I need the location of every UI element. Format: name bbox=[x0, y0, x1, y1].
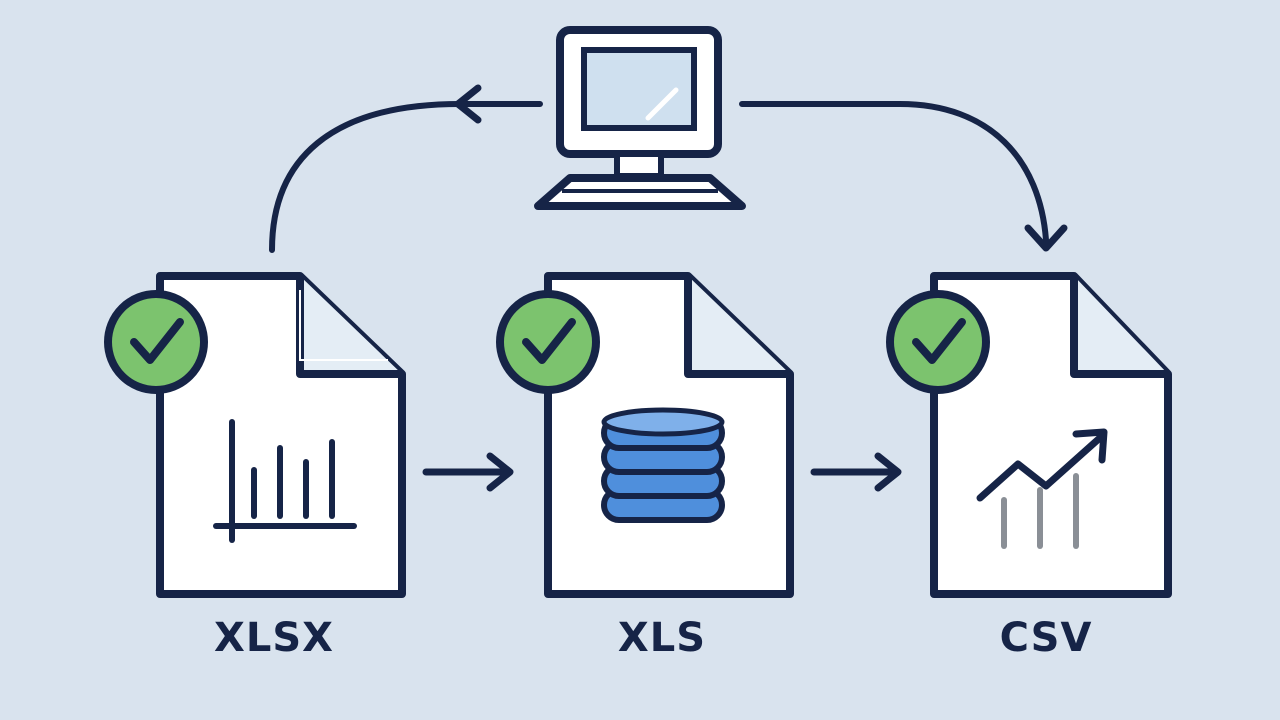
csv-label: CSV bbox=[999, 615, 1093, 661]
check-icon bbox=[886, 290, 990, 394]
arrow-to-xlsx bbox=[269, 101, 543, 253]
arrow-to-csv bbox=[739, 101, 1049, 243]
xlsx-label: XLSX bbox=[214, 615, 334, 661]
arrowhead-down bbox=[1024, 224, 1068, 252]
check-icon bbox=[104, 290, 208, 394]
computer-icon bbox=[534, 26, 746, 210]
arrowhead-right-2 bbox=[874, 452, 902, 492]
xls-label: XLS bbox=[617, 615, 707, 661]
arrowhead-right-1 bbox=[486, 452, 514, 492]
database-icon bbox=[601, 407, 725, 523]
xlsx-document bbox=[104, 272, 406, 598]
xls-document bbox=[496, 272, 794, 598]
bar-chart-icon bbox=[213, 419, 357, 543]
csv-document bbox=[886, 272, 1172, 598]
check-icon bbox=[496, 290, 600, 394]
arrowhead-left bbox=[454, 84, 482, 124]
trend-chart-icon bbox=[976, 428, 1108, 549]
